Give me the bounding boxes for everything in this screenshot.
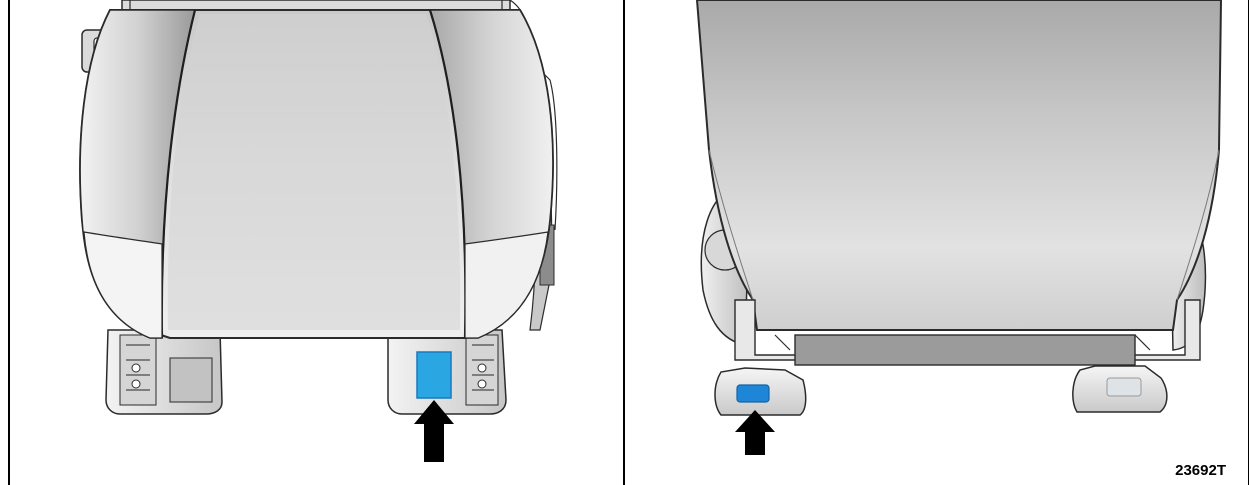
figure-reference-id: 23692T [1175, 462, 1226, 479]
seat-top-view-panel [8, 0, 625, 485]
seat-top-view-illustration [79, 0, 558, 462]
arrow-up-icon [735, 410, 775, 455]
seatback-rear [695, 0, 1223, 331]
seat-track-left [105, 329, 223, 415]
seat-foot-right [1072, 365, 1168, 413]
arrow-up-icon [414, 400, 454, 462]
seat-rear-view-illustration [695, 0, 1223, 455]
seat-cushion [79, 9, 554, 339]
highlighted-component [736, 384, 770, 403]
seat-frame [734, 299, 1201, 366]
seat-rear-view-panel: 23692T [623, 0, 1249, 485]
highlighted-component [416, 351, 452, 399]
